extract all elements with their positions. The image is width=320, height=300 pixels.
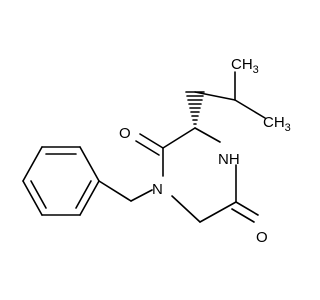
methyl-label-right: CH3 [263, 114, 291, 134]
nitrogen-h-label: NH [218, 151, 240, 168]
ring-bond [22, 146, 43, 182]
aromatic-inner-bond [75, 180, 92, 209]
ring-bond [79, 180, 100, 216]
ring-bond [194, 127, 221, 143]
carbonyl-bond-upper [135, 140, 160, 156]
ring-bond [199, 201, 237, 223]
ring-bond [162, 127, 196, 149]
benzyl-n-bond [130, 189, 153, 202]
piperazine-ring [162, 127, 237, 223]
oxygen-label-upper: O [119, 125, 131, 142]
ring-bond [22, 180, 43, 216]
benzyl-bond [98, 180, 132, 202]
carbonyl-bond-upper [139, 133, 164, 149]
molecule-structure: O NH N O CH3 CH3 [22, 56, 291, 246]
carbonyl-bond-lower [231, 208, 255, 223]
benzene-ring [22, 146, 100, 216]
nitrogen-label: N [152, 181, 163, 198]
aromatic-inner-bond [30, 180, 47, 209]
ring-bond [79, 146, 100, 182]
methyl-label-top: CH3 [231, 56, 259, 76]
ring-bond [171, 195, 201, 223]
isobutyl-bond [234, 99, 266, 119]
oxygen-label-lower: O [256, 229, 268, 246]
hashed-wedge-bond [185, 91, 205, 125]
isobutyl-bond [194, 91, 236, 101]
carbonyl-bond-lower [235, 201, 259, 216]
